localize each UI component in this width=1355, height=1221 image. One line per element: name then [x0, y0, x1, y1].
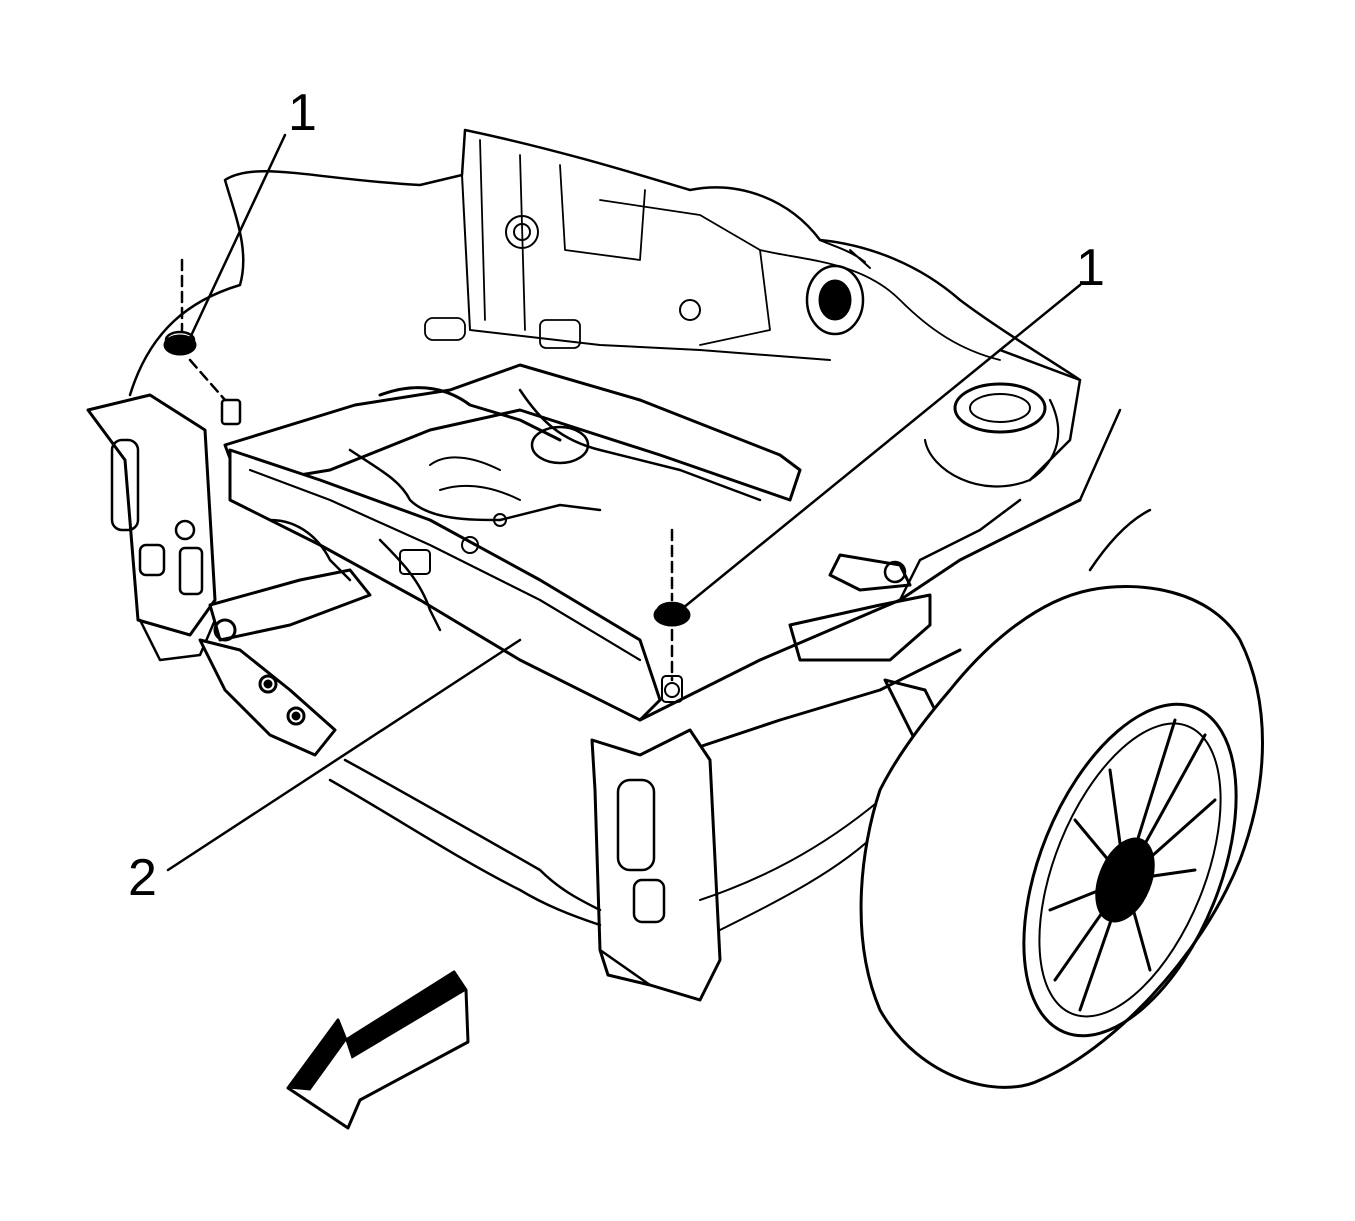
lower-body-panel — [328, 749, 941, 931]
callout-1-right-label: 1 — [1076, 239, 1105, 297]
callout-2-label: 2 — [128, 849, 157, 907]
frame-rail-assembly — [198, 363, 972, 762]
right-frame-end-plate — [590, 675, 722, 1002]
left-frame-end-plate — [86, 393, 217, 662]
rear-floor-panel — [128, 128, 1082, 397]
callout-1-left-label: 1 — [288, 84, 317, 142]
body-mount-left — [163, 258, 242, 426]
rear-wheel-tire — [859, 408, 1264, 1089]
spare-tire-well — [923, 348, 1082, 488]
front-direction-arrow-icon — [286, 970, 470, 1130]
body-mount-right — [653, 528, 691, 682]
right-body-rail — [638, 498, 1082, 762]
callout-leaders — [166, 133, 1082, 872]
